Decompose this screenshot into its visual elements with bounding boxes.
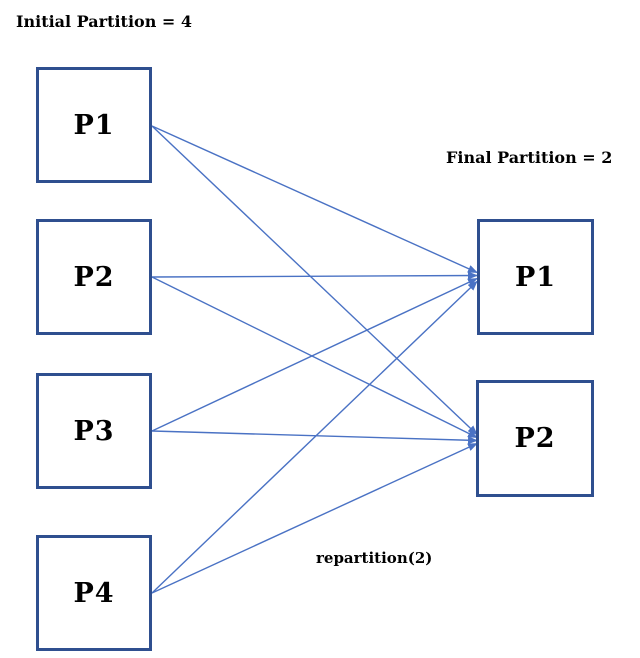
arrow-p4-to-p2 [151, 442, 478, 594]
target-partition-p2-label: P2 [514, 423, 556, 454]
source-partition-p3-label: P3 [73, 415, 115, 447]
source-partition-p1-label: P1 [73, 109, 115, 141]
arrow-p1-to-p1 [151, 125, 478, 274]
source-partition-p1: P1 [36, 67, 152, 183]
arrow-p1-to-p2 [151, 125, 478, 436]
target-partition-p2: P2 [476, 380, 594, 497]
arrow-p3-to-p1 [151, 277, 478, 432]
source-partition-p4: P4 [36, 535, 152, 651]
target-partition-p1: P1 [477, 219, 594, 335]
source-partition-p2-label: P2 [73, 261, 115, 293]
repartition-label: repartition(2) [316, 549, 433, 567]
final-partition-title: Final Partition = 2 [446, 148, 613, 167]
arrow-p4-to-p1 [151, 280, 478, 594]
arrow-p2-to-p1 [151, 271, 478, 280]
source-partition-p3: P3 [36, 373, 152, 489]
source-partition-p4-label: P4 [73, 577, 115, 609]
initial-partition-title: Initial Partition = 4 [16, 12, 192, 31]
arrow-p2-to-p2 [151, 276, 478, 439]
target-partition-p1-label: P1 [514, 261, 557, 293]
source-partition-p2: P2 [36, 219, 152, 335]
arrow-p3-to-p2 [151, 430, 478, 445]
